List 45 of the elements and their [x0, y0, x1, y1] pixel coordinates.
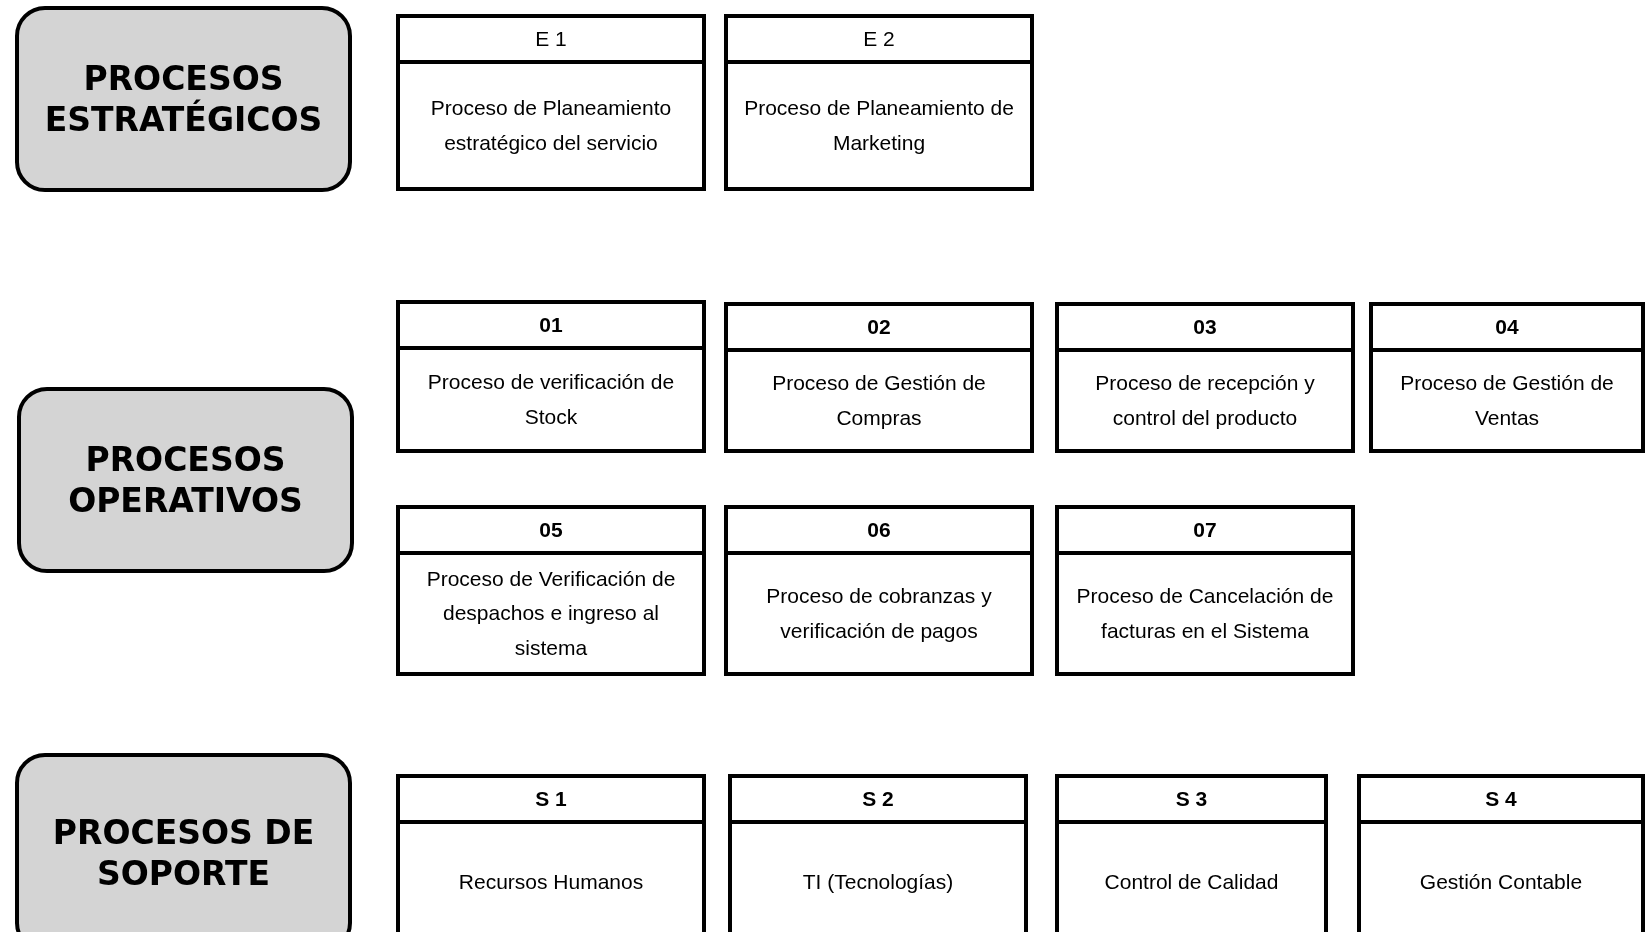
process-code: 07	[1059, 509, 1351, 555]
process-name: Gestión Contable	[1418, 869, 1584, 895]
process-name: Proceso de recepción y control del producto	[1094, 370, 1316, 431]
process-code: S 4	[1361, 778, 1641, 824]
process-box	[724, 505, 1034, 676]
category-box	[17, 387, 354, 573]
process-name: Control de Calidad	[1103, 869, 1280, 895]
process-name: Proceso de Planeamiento de Marketing	[743, 95, 1015, 156]
process-box	[724, 14, 1034, 191]
process-code: 02	[728, 306, 1030, 352]
process-box	[396, 774, 706, 932]
process-box	[396, 505, 706, 676]
process-code: E 1	[400, 18, 702, 64]
process-name: Proceso de Cancelación de facturas en el Sistema	[1075, 583, 1335, 644]
category-box	[15, 753, 352, 932]
process-code: S 3	[1059, 778, 1324, 824]
process-code: S 2	[732, 778, 1024, 824]
process-box	[1369, 302, 1645, 453]
process-code: S 1	[400, 778, 702, 824]
process-name: TI (Tecnologías)	[801, 869, 955, 895]
process-code: E 2	[728, 18, 1030, 64]
process-code: 01	[400, 304, 702, 350]
process-box	[1357, 774, 1645, 932]
process-name: Proceso de verificación de Stock	[426, 369, 676, 430]
process-name: Proceso de Verificación de despachos e ingreso al sistema	[425, 566, 677, 661]
process-code: 04	[1373, 306, 1641, 352]
process-box	[396, 300, 706, 453]
category-title: PROCESOS DE SOPORTE	[51, 811, 316, 895]
process-box	[1055, 302, 1355, 453]
process-name: Recursos Humanos	[457, 869, 645, 895]
category-title: PROCESOS OPERATIVOS	[67, 438, 304, 522]
process-box	[1055, 505, 1355, 676]
process-name: Proceso de cobranzas y verificación de pagos	[765, 583, 993, 644]
process-name: Proceso de Planeamiento estratégico del servicio	[429, 95, 673, 156]
process-code: 06	[728, 509, 1030, 555]
category-title: PROCESOS ESTRATÉGICOS	[43, 57, 324, 141]
process-name: Proceso de Gestión de Compras	[771, 370, 987, 431]
process-box	[396, 14, 706, 191]
process-code: 03	[1059, 306, 1351, 352]
process-box	[724, 302, 1034, 453]
process-box	[1055, 774, 1328, 932]
process-box	[728, 774, 1028, 932]
category-box	[15, 6, 352, 192]
process-name: Proceso de Gestión de Ventas	[1399, 370, 1615, 431]
process-code: 05	[400, 509, 702, 555]
